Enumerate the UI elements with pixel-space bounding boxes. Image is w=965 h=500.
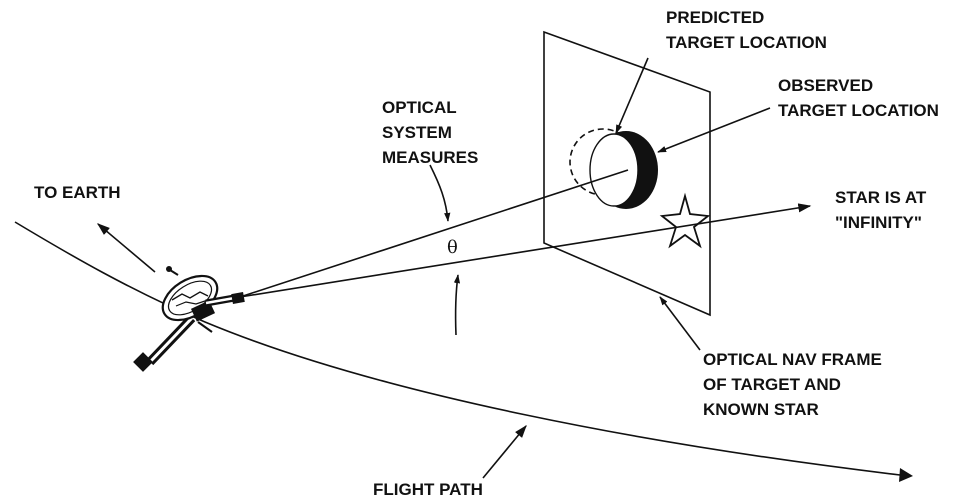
optical-system-label: OPTICAL SYSTEM MEASURES [382,98,478,167]
star-label: STAR IS AT "INFINITY" [835,188,931,232]
observed-target-label: OBSERVED TARGET LOCATION [778,76,939,120]
to-earth-arrow [97,223,156,273]
flight-path-callout-arrow [482,424,527,479]
theta-arc-lower [453,274,461,336]
flight-path-arrowhead [899,468,913,482]
star-shape [659,192,711,249]
optical-nav-frame [543,30,711,317]
predicted-callout-arrow [615,57,649,134]
flight-path-curve [14,221,901,476]
line-of-sight-star [239,203,812,298]
observed-callout-arrow [657,107,771,153]
flight-path-label: FLIGHT PATH [373,480,483,499]
theta-arc-upper [429,164,451,222]
predicted-target-label: PREDICTED TARGET LOCATION [666,8,827,52]
nav-frame-callout-arrow [659,296,701,351]
observed-target [589,131,658,209]
theta-label: θ [447,237,458,258]
spacecraft [133,266,245,372]
line-of-sight-target [239,169,629,298]
nav-frame-label: OPTICAL NAV FRAME OF TARGET AND KNOWN ST… [703,350,887,419]
to-earth-label: TO EARTH [34,183,121,202]
